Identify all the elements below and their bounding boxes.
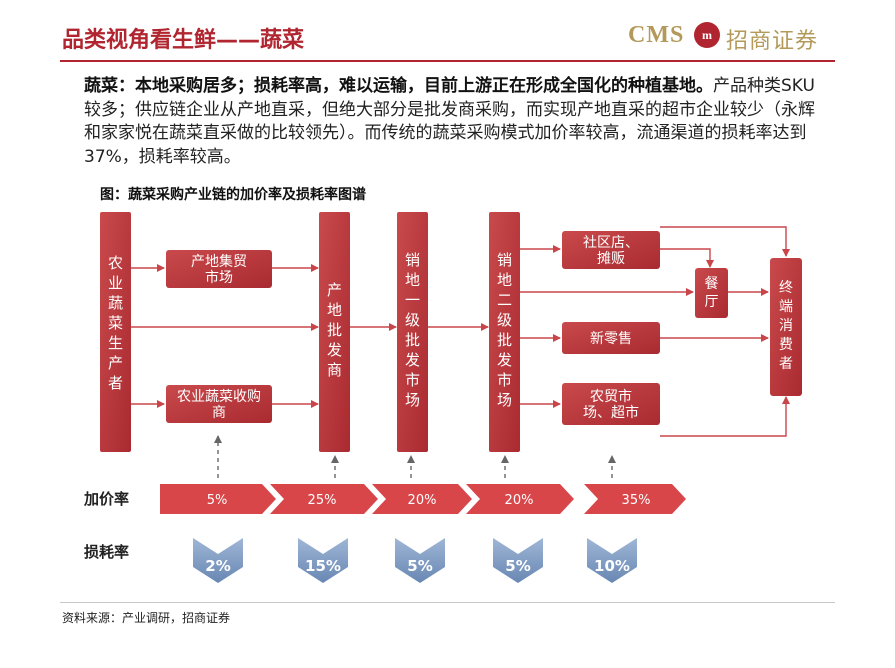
footer-divider xyxy=(60,602,835,603)
logo-seal-icon: m xyxy=(694,22,720,48)
markup-chevron: 25% xyxy=(270,484,378,514)
node-consumer-label: 终端消费者 xyxy=(779,280,793,372)
node-producer-label: 农业蔬菜生产者 xyxy=(108,254,123,392)
node-restaurant-label: 餐厅 xyxy=(705,276,719,310)
node-farmers-market: 农贸市场、超市 xyxy=(562,383,660,425)
markup-chevron: 20% xyxy=(466,484,574,514)
loss-chevron: 15% xyxy=(298,538,348,583)
node-community: 社区店、摊贩 xyxy=(562,231,660,269)
node-restaurant: 餐厅 xyxy=(695,268,728,318)
node-farmers-market-label: 农贸市场、超市 xyxy=(583,388,639,421)
loss-chevrons: 2% 15% 5% 5% 10% xyxy=(193,538,637,583)
markup-chevron: 5% xyxy=(160,484,276,514)
loss-value: 5% xyxy=(505,557,530,575)
markup-chevron: 35% xyxy=(584,484,686,514)
loss-value: 2% xyxy=(205,557,230,575)
markup-chevron: 20% xyxy=(372,484,472,514)
page-title: 品类视角看生鲜——蔬菜 xyxy=(62,28,305,53)
logo-chinese: 招商证券 xyxy=(726,29,819,54)
node-producer: 农业蔬菜生产者 xyxy=(100,212,131,452)
markup-row-label: 加价率 xyxy=(83,490,129,508)
figure-caption: 图：蔬菜采购产业链的加价率及损耗率图谱 xyxy=(100,187,366,203)
markup-value: 20% xyxy=(505,493,534,508)
title-divider xyxy=(60,60,835,62)
node-sales-wholesale-1: 销地一级批发市场 xyxy=(397,212,428,452)
node-purchaser-label: 农业蔬菜收购商 xyxy=(177,389,261,421)
intro-lead: 蔬菜：本地采购居多；损耗率高，难以运输，目前上游正在形成全国化的种植基地。 xyxy=(84,76,713,96)
markup-value: 35% xyxy=(622,493,651,508)
loss-value: 5% xyxy=(407,557,432,575)
node-origin-market-label: 产地集贸市场 xyxy=(191,253,247,286)
loss-chevron: 2% xyxy=(193,538,243,583)
dashed-up-arrows xyxy=(214,435,616,478)
cms-logo: CMS m 招商证券 xyxy=(628,20,828,54)
markup-value: 25% xyxy=(308,493,337,508)
node-origin-wholesale-label: 产地批发商 xyxy=(327,281,342,379)
loss-value: 15% xyxy=(305,557,341,575)
node-purchaser: 农业蔬菜收购商 xyxy=(166,385,272,423)
markup-chevrons: 5% 25% 20% 20% 35% xyxy=(160,484,686,514)
node-sales-wholesale-1-label: 销地一级批发市场 xyxy=(405,251,420,409)
markup-value: 20% xyxy=(408,493,437,508)
source-note: 资料来源：产业调研，招商证券 xyxy=(62,611,231,625)
logo-latin: CMS xyxy=(628,22,685,48)
node-community-label: 社区店、摊贩 xyxy=(583,235,639,267)
flow-arrows xyxy=(131,226,790,437)
arrow-community-to-restaurant xyxy=(660,248,714,268)
node-origin-wholesale: 产地批发商 xyxy=(319,212,350,452)
loss-chevron: 5% xyxy=(493,538,543,583)
arrow-farmers-market-to-consumer xyxy=(660,396,790,437)
loss-row-label: 损耗率 xyxy=(84,543,129,561)
intro-body: 产品种类SKU较多；供应链企业从产地直采，但绝大部分是批发商采购，而实现产地直采… xyxy=(84,76,815,167)
node-new-retail-label: 新零售 xyxy=(590,331,632,347)
intro-paragraph: 蔬菜：本地采购居多；损耗率高，难以运输，目前上游正在形成全国化的种植基地。产品种… xyxy=(84,75,824,169)
loss-chevron: 10% xyxy=(587,538,637,583)
loss-value: 10% xyxy=(594,557,630,575)
node-new-retail: 新零售 xyxy=(562,322,660,354)
node-sales-wholesale-2-label: 销地二级批发市场 xyxy=(497,251,512,409)
node-sales-wholesale-2: 销地二级批发市场 xyxy=(489,212,520,452)
node-origin-market: 产地集贸市场 xyxy=(166,250,272,288)
loss-chevron: 5% xyxy=(395,538,445,583)
arrow-community-to-consumer xyxy=(660,226,790,257)
markup-value: 5% xyxy=(207,493,228,508)
node-consumer: 终端消费者 xyxy=(770,258,802,396)
